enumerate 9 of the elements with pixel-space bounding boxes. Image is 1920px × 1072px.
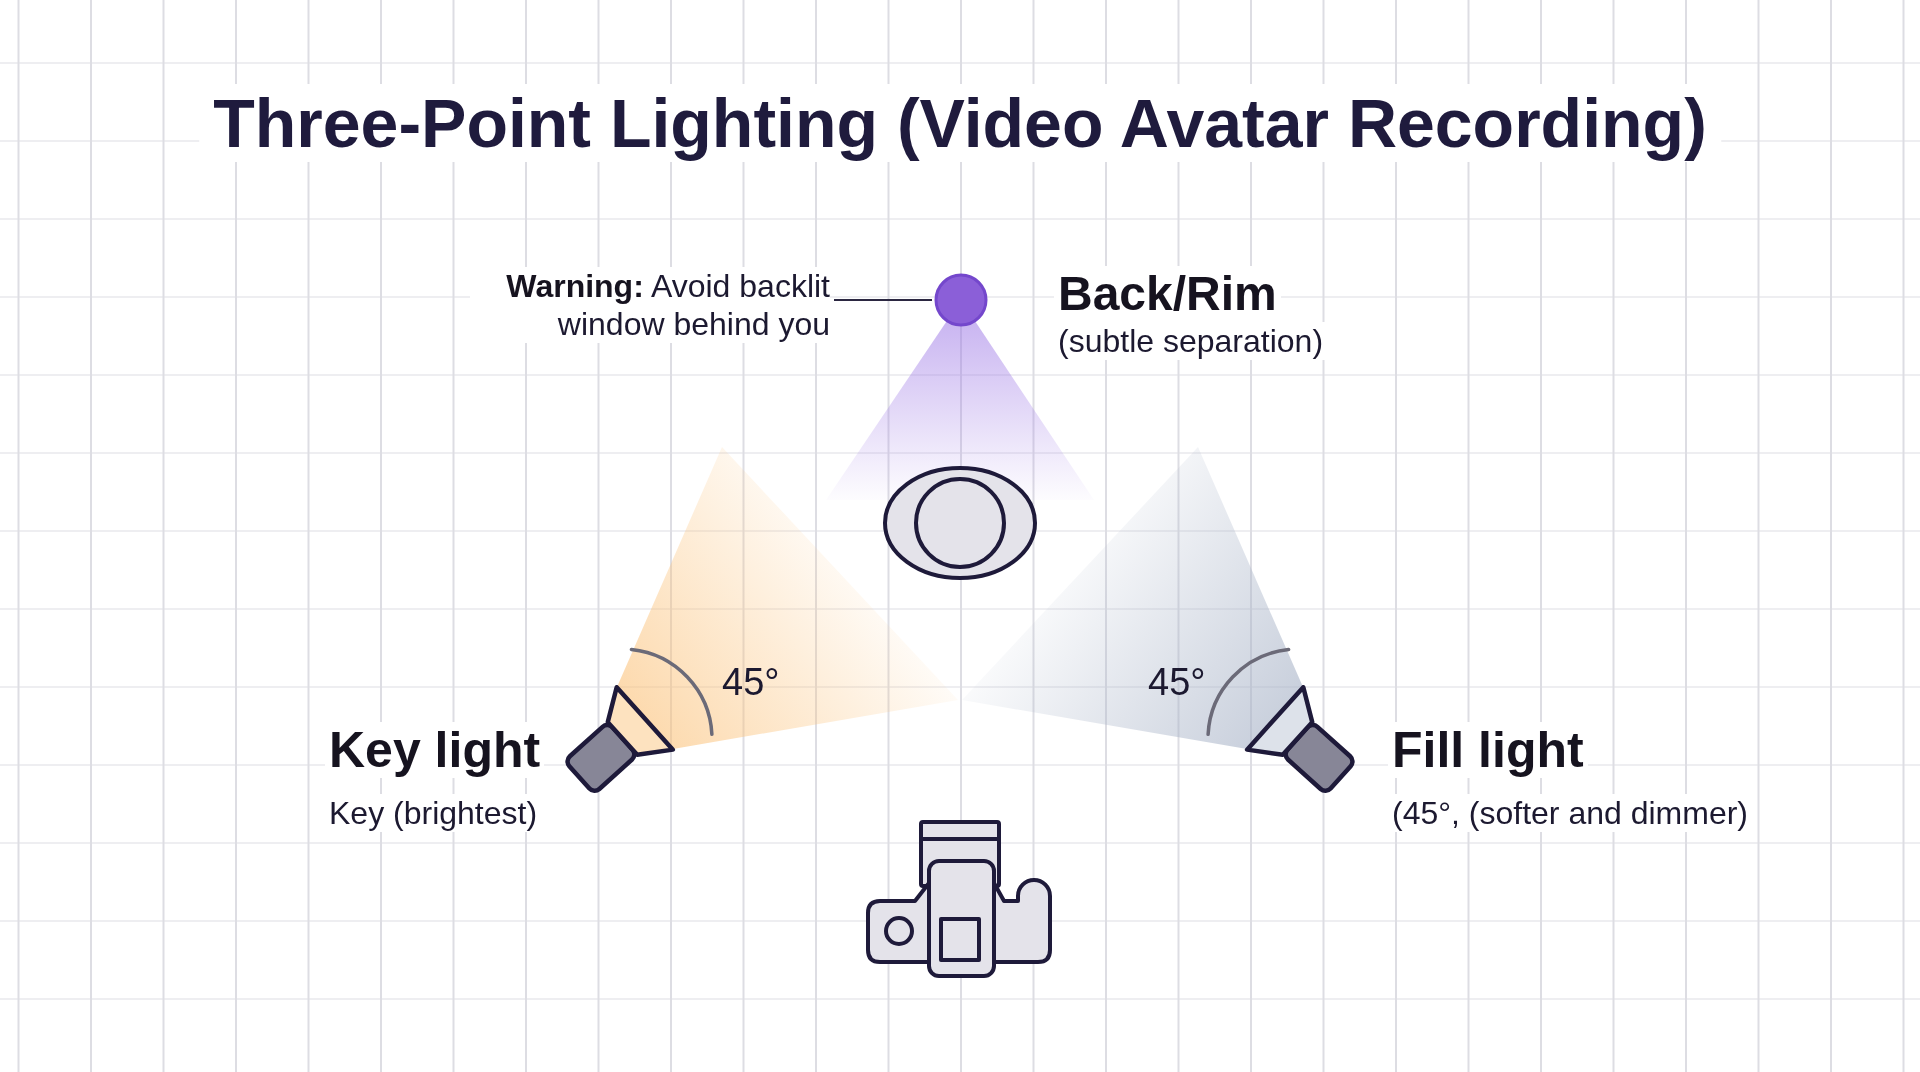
light-title: Fill light bbox=[1388, 722, 1588, 778]
light-title: Key light bbox=[325, 722, 545, 778]
angle-label: 45° bbox=[1148, 660, 1206, 704]
light-title: Back/Rim bbox=[1054, 266, 1281, 322]
angle-label: 45° bbox=[722, 660, 780, 704]
warning-note: Warning: Avoid backlit window behind you bbox=[470, 267, 830, 343]
leader-line bbox=[833, 299, 933, 301]
person-top-view-icon bbox=[881, 464, 1039, 582]
diagram-title: Three-Point Lighting (Video Avatar Recording) bbox=[199, 84, 1721, 162]
